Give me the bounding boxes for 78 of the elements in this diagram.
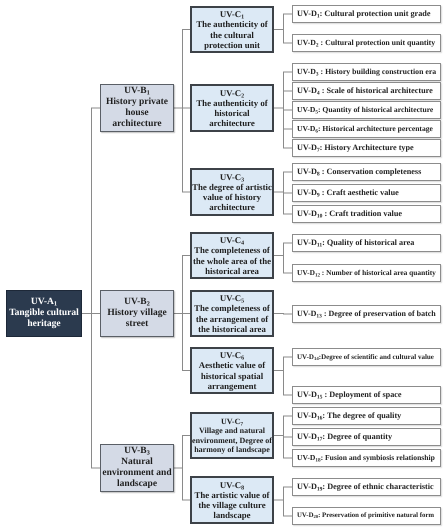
code-label: UV-C$_{7}$ [220,417,244,426]
indicator-box [292,5,441,23]
code-label: UV-C$_{1}$ [220,9,244,20]
indicator-box [292,305,441,323]
criterion-box [190,347,274,394]
indicator-label: UV-D$_{9}$ : Craft aesthetic value [297,188,399,198]
indicator-label: UV-D$_{7}$: History Architecture type [297,143,414,153]
indicator-box [292,63,441,81]
criterion-box [190,476,274,524]
indicator-label: UV-D$_{4}$ : Scale of historical architecture [297,86,433,96]
indicator-box [292,34,441,52]
code-label: UV-C$_{3}$ [220,172,244,182]
indicator-label: UV-D$_{16}$: The degree of quality [297,411,402,421]
category-box [100,84,174,132]
indicator-box [292,348,441,366]
code-label: UV-C$_{2}$ [220,88,244,98]
indicator-box [292,449,441,467]
criterion-label: Village and natural environment, Degree of harmony of landscape [192,426,272,454]
indicator-label: UV-D$_{13}$ : Degree of preservation of batch [297,309,436,319]
connector-line [274,313,292,314]
connector-line [174,468,190,500]
category-label: Natural environment and landscape [101,457,173,490]
indicator-box [292,184,441,202]
indicator-label: UV-D$_{19}$: Degree of ethnic characteristic [297,482,434,492]
criterion-label: The completeness of the whole area of the historical area [192,245,272,276]
criterion-label: Aesthetic value of historical spatial arrangement [198,360,266,391]
indicator-label: UV-D$_{17}$: Degree of quantity [297,432,392,442]
indicator-box [292,82,441,100]
indicator-label: UV-D$_{10}$ : Craft tradition value [297,209,402,219]
indicator-box [292,163,441,181]
indicator-box [292,120,441,138]
indicator-box [292,234,441,252]
code-label: UV-B$_{3}$ [124,446,150,457]
code-label: UV-A$_{1}$ [30,297,58,308]
category-label: History village street [106,308,168,330]
connector-line [274,29,292,44]
criterion-label: The authenticity of historical architecture [195,98,269,128]
indicator-box [292,478,441,496]
indicator-box [292,386,441,404]
criterion-box [190,6,274,53]
connector-line [274,108,292,148]
indicator-box [292,407,441,425]
indicator-label: UV-D$_{8}$ : Conservation completeness [297,167,422,177]
root-box [6,290,82,337]
indicator-box [292,428,441,446]
indicator-box [292,139,441,157]
code-label: UV-C$_{5}$ [220,293,244,304]
criterion-box [190,412,274,459]
criterion-label: The completeness of the arrangement of the historical area [193,303,271,334]
indicator-label: UV-D$_{15}$ : Deployment of space [297,390,402,400]
criterion-box [190,84,274,132]
criterion-box [190,168,274,216]
criterion-box [190,290,274,337]
code-label: UV-B$_{1}$ [124,86,150,98]
category-box [100,290,174,337]
connector-line [274,255,292,274]
criterion-label: The artistic value of the village culture landscape [193,490,270,520]
indicator-box [292,264,441,282]
indicator-box [292,101,441,119]
category-box [100,444,174,492]
code-label: UV-C$_{6}$ [220,350,244,360]
connector-line [274,435,292,458]
connector-line [82,313,100,468]
indicator-label: UV-D$_{11}$: Quality of historical area [297,238,414,248]
category-label: History private house architecture [104,97,169,130]
criterion-box [190,232,274,279]
code-label: UV-C$_{8}$ [220,480,244,490]
indicator-box [292,205,441,223]
criterion-label: The authenticity of the cultural protection unit [195,19,269,50]
code-label: UV-B$_{2}$ [124,297,150,308]
indicator-box [292,507,441,525]
indicator-label: UV-D$_{1}$: Cultural protection unit grade [297,9,430,19]
connector-line [274,192,292,214]
code-label: UV-C$_{4}$ [220,235,244,246]
connector-line [274,500,292,516]
criterion-label: The degree of artistic value of history architecture [192,182,272,212]
connector-line [274,370,292,396]
root-label: Tangible cultural heritage [8,308,80,330]
